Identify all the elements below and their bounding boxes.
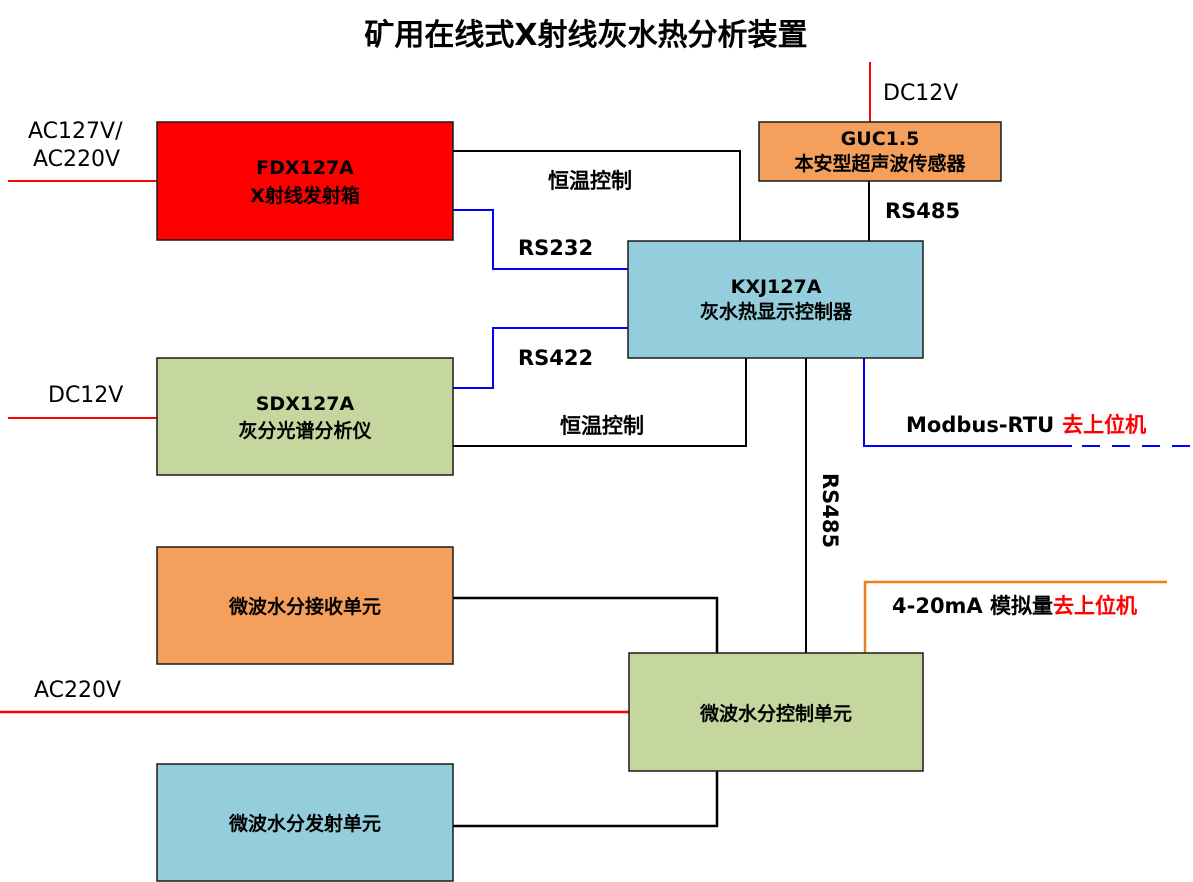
modbus-destination: 去上位机 — [1062, 413, 1146, 437]
modbus-line — [863, 357, 1072, 447]
label-mw-rs485: RS485 — [818, 473, 842, 548]
label-guc-rs485: RS485 — [885, 199, 960, 223]
power-label-fdx-1: AC127V/ — [28, 119, 123, 144]
rs422-line — [453, 327, 628, 389]
mw-controller-box[interactable]: 微波水分控制单元 — [628, 652, 924, 772]
fdx-name: X射线发射箱 — [250, 184, 360, 207]
modbus-protocol: Modbus-RTU — [906, 413, 1054, 437]
power-label-sdx: DC12V — [48, 383, 123, 408]
analog-signal: 4-20mA 模拟量 — [892, 594, 1053, 618]
analog-destination: 去上位机 — [1053, 594, 1137, 618]
label-analog: 4-20mA 模拟量去上位机 — [892, 594, 1137, 618]
guc-name: 本安型超声波传感器 — [794, 152, 966, 175]
diagram-title: 矿用在线式X射线灰水热分析装置 — [364, 18, 807, 53]
mw-receiver-box[interactable]: 微波水分接收单元 — [156, 546, 454, 665]
mw-controller-name: 微波水分控制单元 — [699, 702, 852, 725]
label-fdx-thermo: 恒温控制 — [548, 169, 632, 193]
sdx-name: 灰分光谱分析仪 — [238, 419, 372, 442]
line-mw-receiver — [453, 596, 719, 653]
guc15-box[interactable]: GUC1.5 本安型超声波传感器 — [758, 121, 1002, 182]
thermo-line-sdx — [453, 357, 747, 447]
mw-transmitter-box[interactable]: 微波水分发射单元 — [156, 763, 454, 882]
label-rs422: RS422 — [518, 346, 593, 370]
fdx-model: FDX127A — [256, 157, 354, 179]
rs232-line — [453, 209, 628, 270]
fdx127a-box[interactable]: FDX127A X射线发射箱 — [156, 121, 454, 241]
kxj127a-box[interactable]: KXJ127A 灰水热显示控制器 — [627, 240, 924, 359]
line-mw-transmitter — [453, 771, 719, 828]
kxj-model: KXJ127A — [731, 276, 822, 298]
thermo-line-fdx — [453, 150, 741, 241]
power-label-fdx-2: AC220V — [33, 147, 120, 172]
kxj-name: 灰水热显示控制器 — [700, 300, 853, 323]
power-label-mw: AC220V — [34, 678, 121, 703]
sdx127a-box[interactable]: SDX127A 灰分光谱分析仪 — [156, 357, 454, 476]
guc-model: GUC1.5 — [841, 128, 920, 150]
sdx-model: SDX127A — [256, 393, 355, 415]
power-label-guc: DC12V — [883, 81, 958, 106]
mw-transmitter-name: 微波水分发射单元 — [228, 812, 381, 835]
label-rs232: RS232 — [518, 236, 593, 260]
label-modbus: Modbus-RTU 去上位机 — [906, 413, 1146, 437]
label-sdx-thermo: 恒温控制 — [560, 414, 644, 438]
mw-receiver-name: 微波水分接收单元 — [228, 595, 381, 618]
analog-line — [863, 580, 1167, 653]
